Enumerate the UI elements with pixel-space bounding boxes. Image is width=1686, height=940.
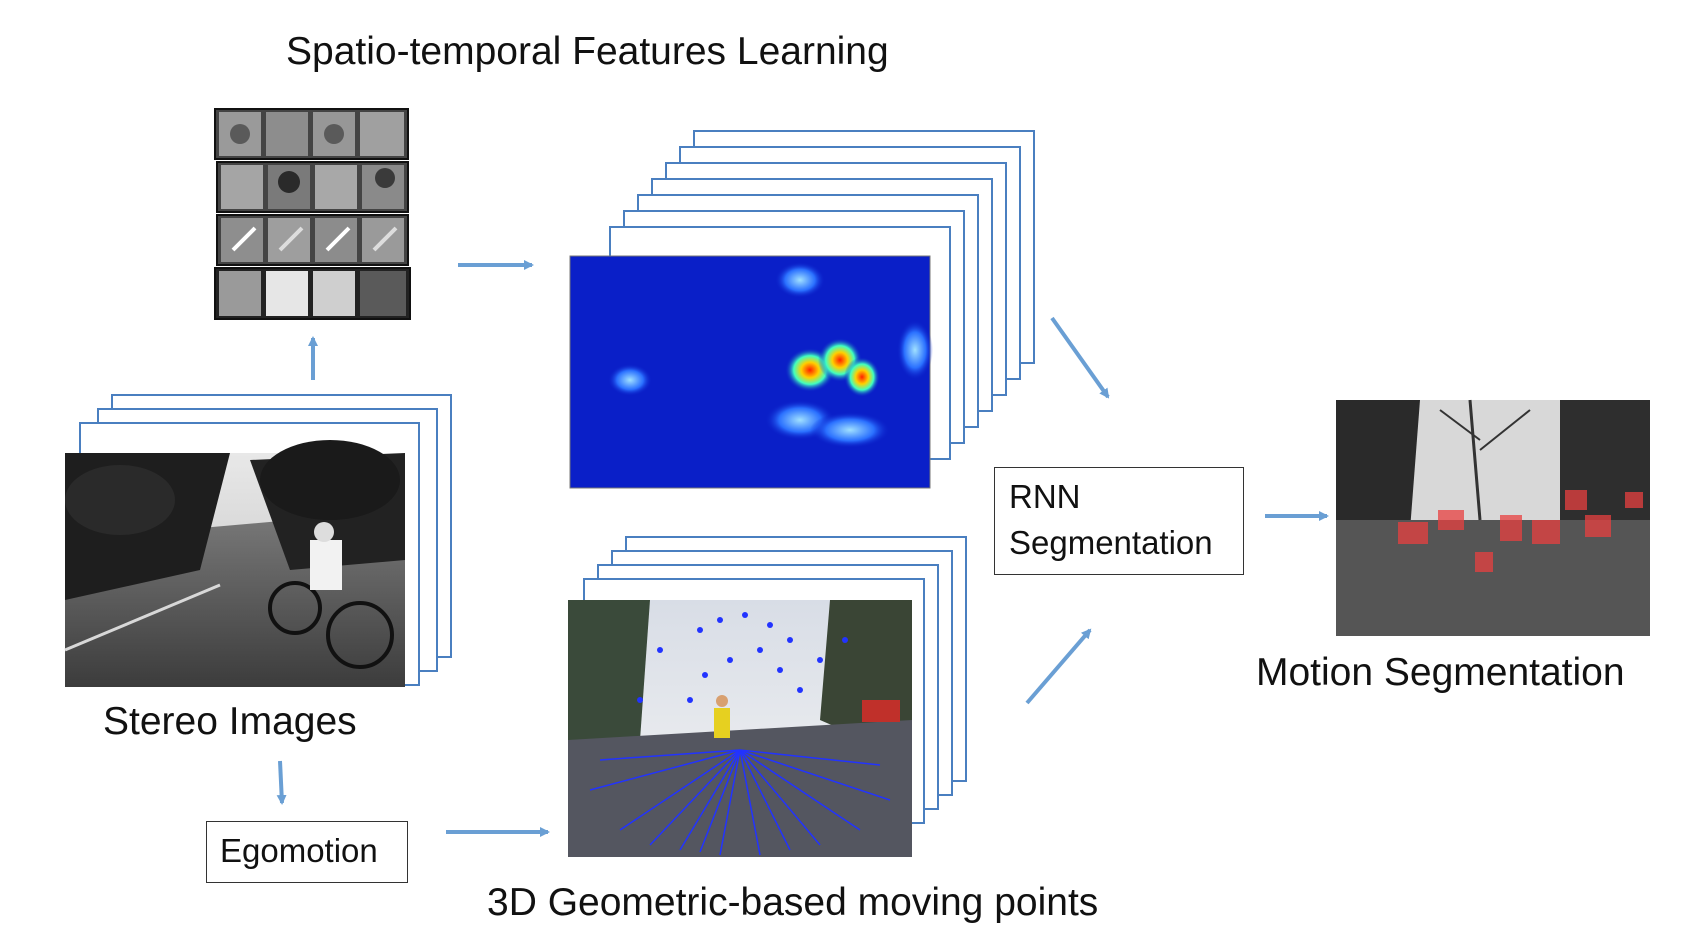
rnn-label-line2: Segmentation — [1009, 524, 1213, 561]
egomotion-box: Egomotion — [206, 821, 408, 883]
arrow-heatmap-to-rnn — [1050, 316, 1110, 399]
rnn-label-line1: RNN — [1009, 478, 1081, 515]
arrow-points-to-rnn — [1025, 628, 1092, 705]
rnn-segmentation-box: RNN Segmentation — [994, 467, 1244, 575]
motion-segmentation-image — [1336, 399, 1650, 636]
heatmap-image — [569, 255, 933, 489]
arrow-stereo-to-egomotion — [276, 760, 287, 805]
learned-filters-grid — [214, 108, 411, 320]
stereo-images-label: Stereo Images — [103, 700, 357, 743]
geometric-points-label: 3D Geometric-based moving points — [487, 881, 1099, 924]
motion-segmentation-label: Motion Segmentation — [1256, 651, 1625, 694]
moving-points-image — [568, 600, 912, 857]
features-learning-label: Spatio-temporal Features Learning — [286, 30, 889, 73]
egomotion-label: Egomotion — [220, 832, 378, 869]
stereo-image — [64, 440, 405, 687]
